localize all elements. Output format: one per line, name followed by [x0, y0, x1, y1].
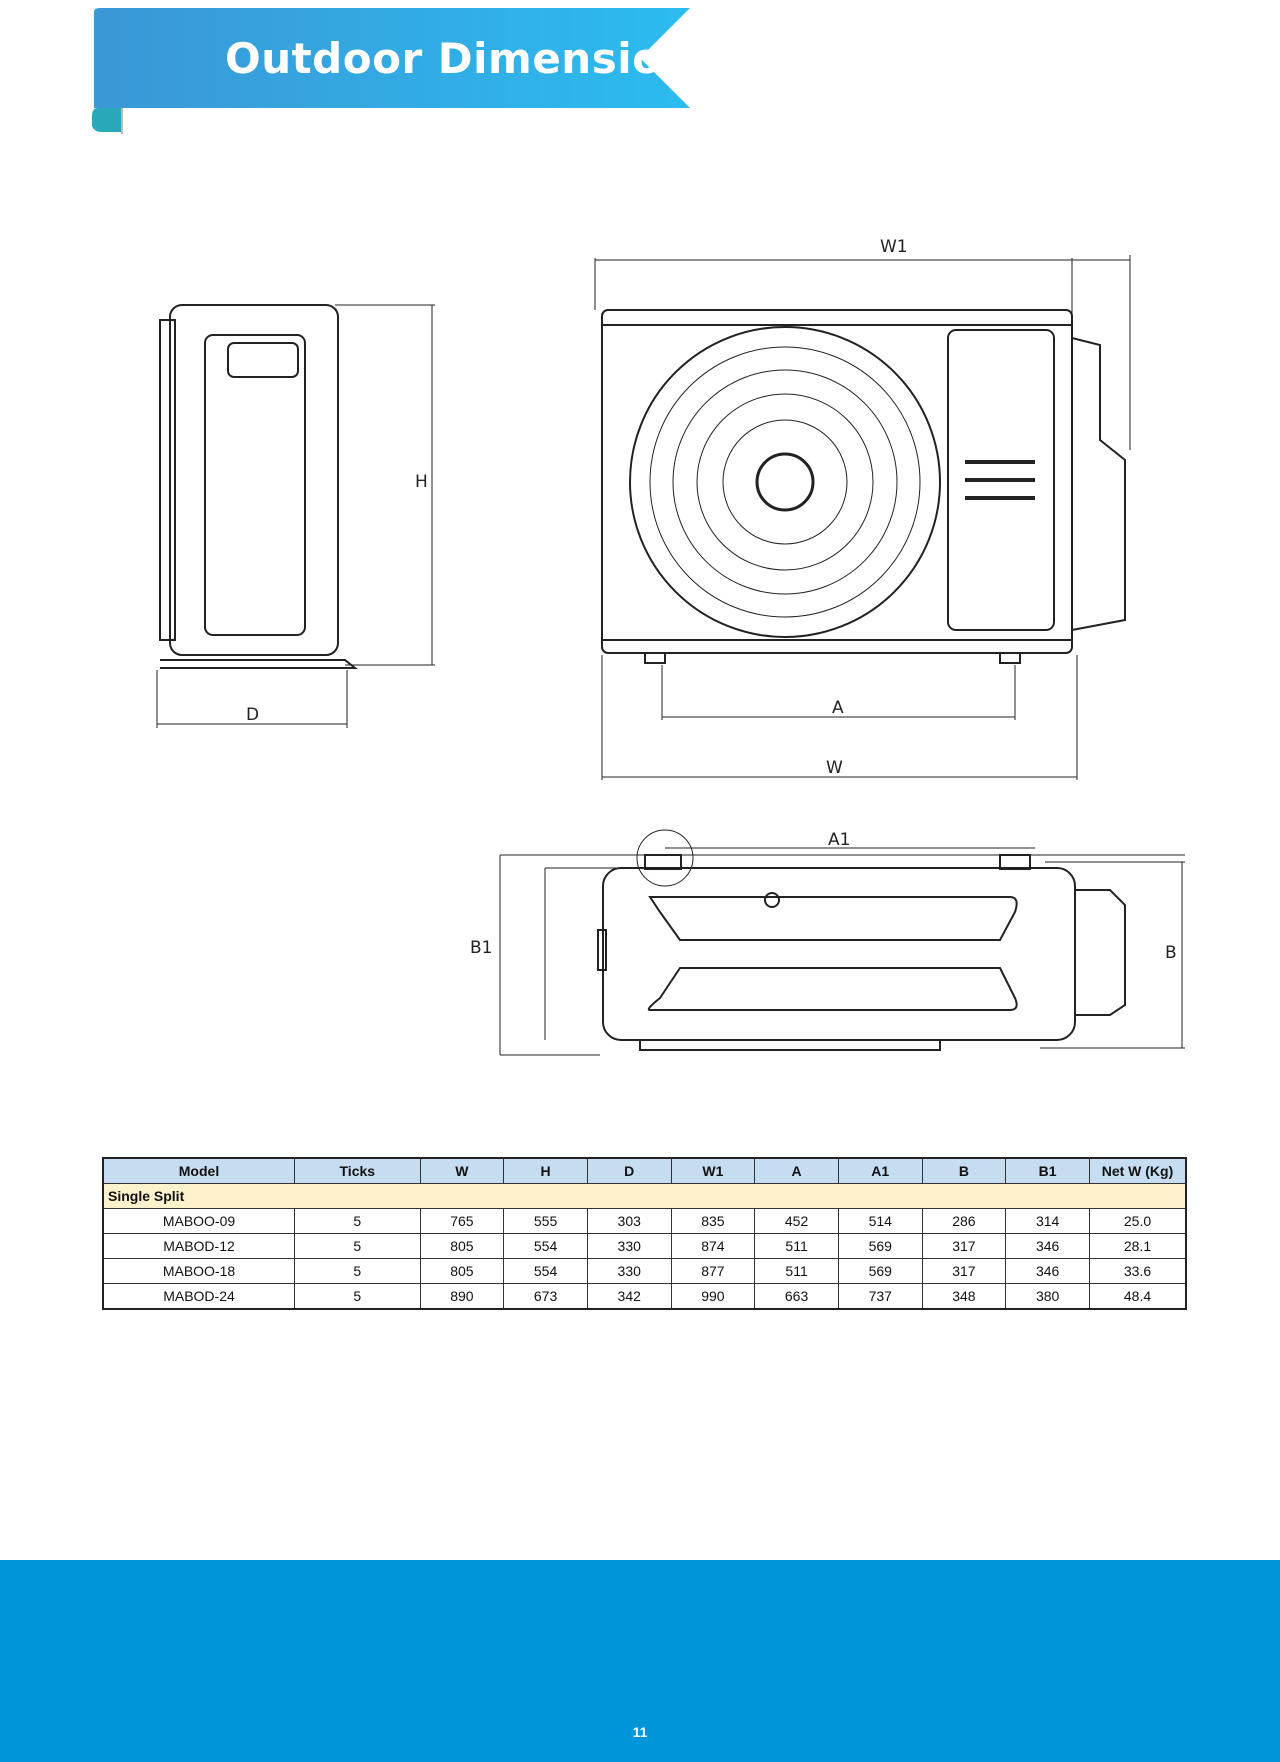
dim-label-w: W: [826, 758, 843, 778]
top-view-drawing: [499, 829, 1185, 1056]
value-cell: 33.6: [1089, 1258, 1187, 1284]
value-cell: 317: [921, 1233, 1007, 1259]
value-cell: 569: [837, 1258, 923, 1284]
page-title: Outdoor Dimension: [225, 34, 692, 83]
value-cell: 511: [754, 1233, 839, 1259]
value-cell: 346: [1005, 1233, 1090, 1259]
value-cell: 569: [837, 1233, 923, 1259]
value-cell: 286: [921, 1208, 1007, 1234]
model-cell: MABOD-24: [102, 1283, 295, 1310]
value-cell: 346: [1005, 1258, 1090, 1284]
title-banner: Outdoor Dimension: [92, 4, 692, 150]
value-cell: 514: [837, 1208, 923, 1234]
model-cell: MABOO-18: [102, 1258, 295, 1284]
dim-label-d: D: [246, 705, 259, 725]
col-header: W: [419, 1157, 505, 1184]
value-cell: 835: [670, 1208, 756, 1234]
ribbon-shape: [92, 8, 690, 150]
value-cell: 348: [921, 1283, 1007, 1310]
value-cell: 5: [294, 1283, 421, 1310]
value-cell: 380: [1005, 1283, 1090, 1310]
front-view-drawing: [594, 255, 1131, 780]
dim-label-a1: A1: [828, 830, 850, 850]
value-cell: 805: [419, 1258, 505, 1284]
value-cell: 805: [419, 1233, 505, 1259]
value-cell: 877: [670, 1258, 756, 1284]
dim-label-a: A: [832, 698, 844, 718]
value-cell: 890: [419, 1283, 505, 1310]
col-header: Model: [102, 1157, 295, 1184]
col-header: D: [586, 1157, 672, 1184]
value-cell: 314: [1005, 1208, 1090, 1234]
col-header: Ticks: [294, 1157, 421, 1184]
value-cell: 25.0: [1089, 1208, 1187, 1234]
value-cell: 554: [503, 1258, 588, 1284]
value-cell: 5: [294, 1208, 421, 1234]
value-cell: 48.4: [1089, 1283, 1187, 1310]
col-header: W1: [670, 1157, 756, 1184]
value-cell: 555: [503, 1208, 588, 1234]
value-cell: 511: [754, 1258, 839, 1284]
value-cell: 317: [921, 1258, 1007, 1284]
dim-label-w1: W1: [880, 237, 908, 257]
value-cell: 663: [754, 1283, 839, 1310]
value-cell: 5: [294, 1233, 421, 1259]
value-cell: 737: [837, 1283, 923, 1310]
col-header: Net W (Kg): [1089, 1157, 1187, 1184]
value-cell: 765: [419, 1208, 505, 1234]
value-cell: 342: [586, 1283, 672, 1310]
value-cell: 452: [754, 1208, 839, 1234]
col-header: A1: [837, 1157, 923, 1184]
value-cell: 554: [503, 1233, 588, 1259]
value-cell: 303: [586, 1208, 672, 1234]
value-cell: 5: [294, 1258, 421, 1284]
dimension-table: Model Ticks W H D W1 A A1 B B1 Net W (Kg…: [102, 1157, 1187, 1310]
col-header: A: [754, 1157, 839, 1184]
value-cell: 673: [503, 1283, 588, 1310]
col-header: B1: [1005, 1157, 1090, 1184]
dim-label-h: H: [415, 472, 428, 492]
model-cell: MABOD-12: [102, 1233, 295, 1259]
value-cell: 990: [670, 1283, 756, 1310]
value-cell: 330: [586, 1233, 672, 1259]
outdoor-unit-drawings: W1 H D A W A1 B1 B: [156, 237, 1185, 1056]
col-header: B: [921, 1157, 1007, 1184]
value-cell: 28.1: [1089, 1233, 1187, 1259]
table-header-row: Model Ticks W H D W1 A A1 B B1 Net W (Kg…: [102, 1157, 1187, 1184]
side-view-drawing: [156, 304, 435, 728]
col-header: H: [503, 1157, 588, 1184]
footer-bar: [0, 1560, 1280, 1762]
dim-label-b1: B1: [470, 938, 492, 958]
dim-label-b: B: [1165, 943, 1177, 963]
group-row: Single Split: [102, 1183, 1187, 1209]
value-cell: 330: [586, 1258, 672, 1284]
model-cell: MABOO-09: [102, 1208, 295, 1234]
page-number: 11: [632, 1724, 648, 1740]
group-label: Single Split: [102, 1183, 1187, 1209]
value-cell: 874: [670, 1233, 756, 1259]
